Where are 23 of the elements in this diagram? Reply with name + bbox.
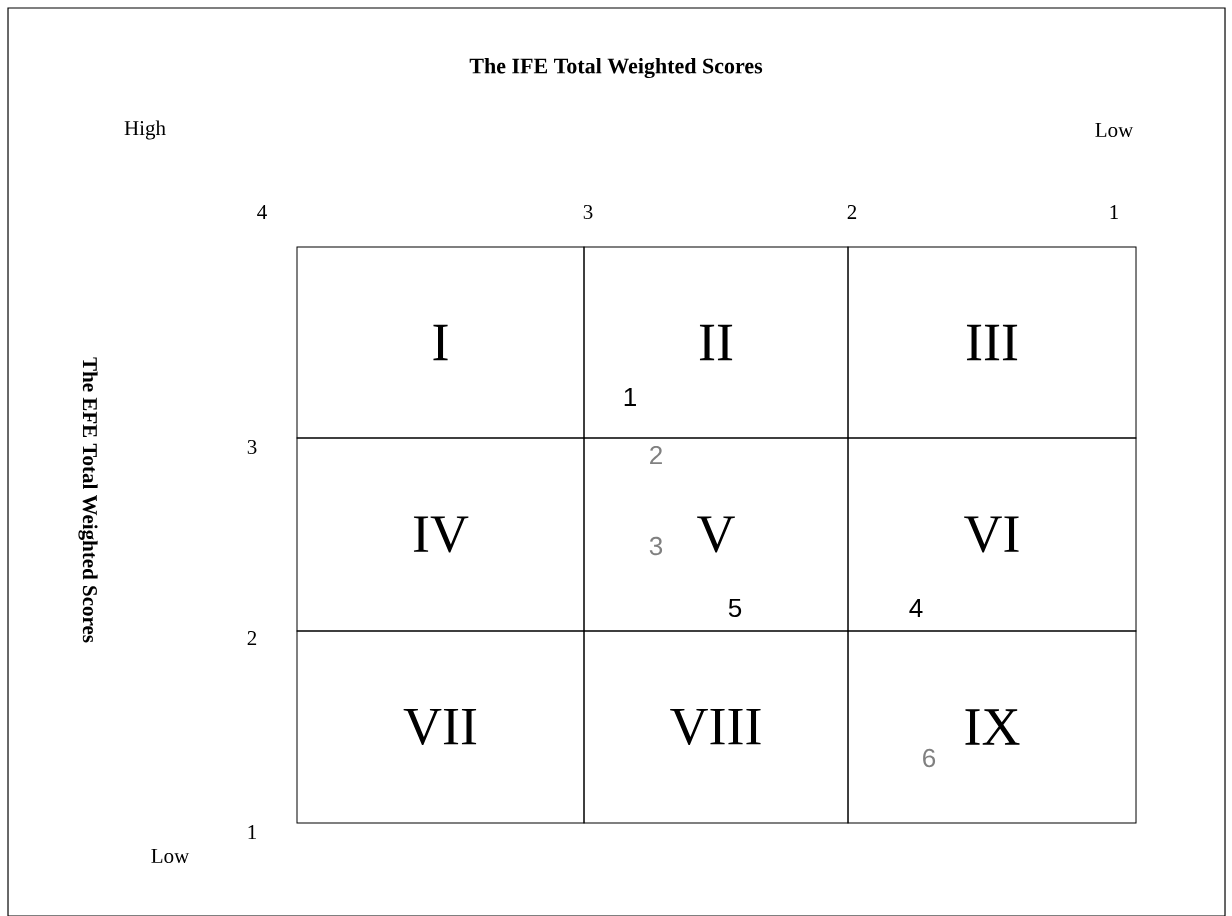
data-point-number: 3	[649, 536, 663, 556]
matrix-cell: VII	[296, 630, 585, 824]
axis-label: 3	[247, 439, 257, 455]
chart-title: The IFE Total Weighted Scores	[469, 57, 763, 79]
axis-label: 2	[247, 631, 257, 645]
axis-label: 2	[847, 205, 857, 219]
axis-label: 3	[583, 204, 593, 220]
data-point-number: 6	[923, 748, 936, 768]
axis-label: 1	[1110, 205, 1118, 219]
matrix-cell: VIII	[583, 630, 849, 824]
axis-label: Low	[1095, 123, 1134, 137]
data-point-number: 2	[650, 445, 662, 465]
matrix-cell: III	[847, 246, 1137, 439]
data-point-number: 1	[624, 388, 636, 406]
axis-label: 1	[248, 825, 256, 839]
matrix-cell: IV	[296, 437, 585, 632]
matrix-cell: I	[296, 246, 585, 439]
data-point-number: 4	[909, 599, 923, 617]
axis-title: The EFE Total Weighted Scores	[78, 357, 98, 643]
axis-label: 4	[257, 205, 267, 219]
axis-label: Low	[151, 849, 190, 863]
data-point-number: 5	[728, 598, 742, 618]
axis-label: High	[124, 120, 166, 140]
